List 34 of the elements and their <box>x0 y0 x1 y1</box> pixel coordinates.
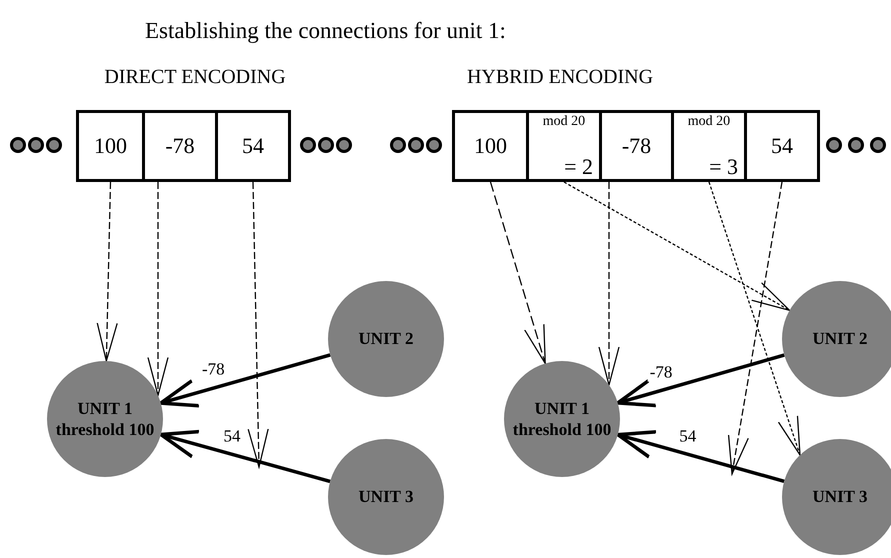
unit-circle: UNIT 2 <box>782 281 891 397</box>
value-cell: -78 <box>142 110 218 182</box>
diagram-title: Establishing the connections for unit 1: <box>145 18 506 44</box>
unit-circle: UNIT 1 threshold 100 <box>47 361 163 477</box>
section-heading: HYBRID ENCODING <box>466 66 654 89</box>
unit-circle: UNIT 3 <box>328 439 444 555</box>
unit-circle: UNIT 3 <box>782 439 891 555</box>
weight-arrow <box>490 182 546 364</box>
value-cell <box>671 110 747 182</box>
connection-arrow <box>616 430 785 484</box>
section-heading: DIRECT ENCODING <box>104 66 286 89</box>
cell-text: mod 20 <box>542 114 586 130</box>
unit-circle: UNIT 1 threshold 100 <box>504 361 620 477</box>
cell-text: mod 20 <box>688 114 730 130</box>
weight-arrow <box>564 181 790 311</box>
weight-arrow <box>728 182 783 475</box>
weight-arrow <box>248 182 269 468</box>
connection-arrow <box>159 430 331 484</box>
unit-circle: UNIT 2 <box>328 281 444 397</box>
connection-arrow <box>159 353 331 408</box>
weight-arrow <box>96 182 118 362</box>
weight-arrow <box>147 182 169 396</box>
value-cell: 100 <box>76 110 145 182</box>
value-cell: 54 <box>215 110 291 182</box>
connection-arrow <box>616 353 785 408</box>
value-cell <box>526 110 602 182</box>
cell-value: = 3 <box>709 156 739 178</box>
value-cell: 54 <box>744 110 820 182</box>
weight-arrow <box>598 182 620 386</box>
cell-value: = 2 <box>564 156 594 178</box>
value-cell: 100 <box>452 110 529 182</box>
edge-label: -78 <box>648 363 674 382</box>
weight-arrow <box>708 182 801 456</box>
value-cell: -78 <box>599 110 674 182</box>
